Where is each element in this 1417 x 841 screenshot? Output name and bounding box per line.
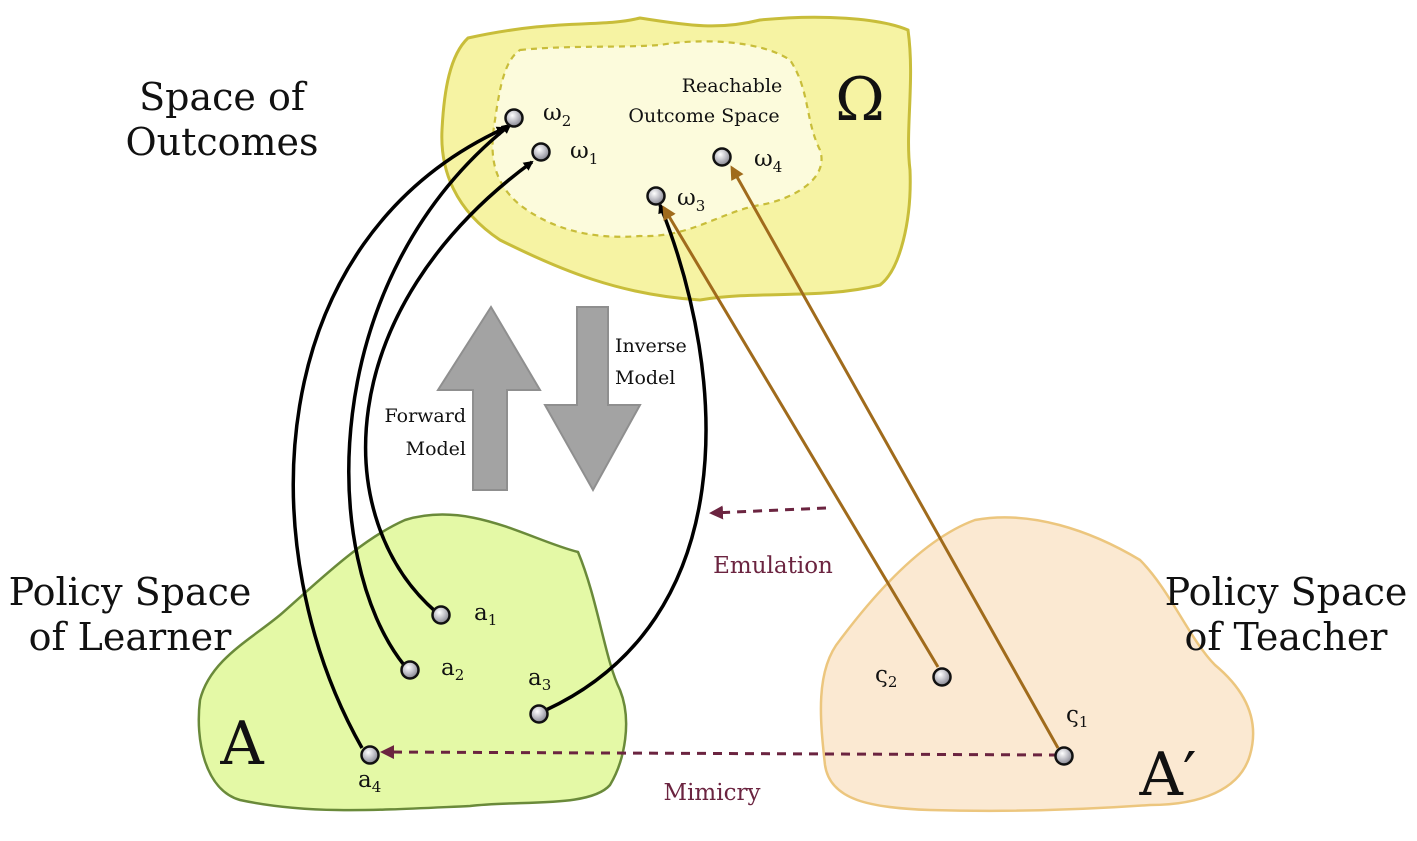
omega-symbol: Ω: [835, 65, 885, 135]
emulation-label: Emulation: [713, 553, 833, 579]
outcomes-title-line2: Outcomes: [125, 120, 318, 164]
teacher-symbol: A′: [1139, 740, 1197, 810]
mimicry-label: Mimicry: [664, 780, 761, 806]
reachable-label-line1: Reachable: [682, 75, 783, 97]
arrow-a3-to-w3: [545, 203, 708, 712]
point-w3: [646, 186, 666, 206]
arrow-z1-to-w4: [730, 165, 1060, 749]
point-a3: [529, 704, 549, 724]
learner-symbol: A: [219, 709, 264, 779]
arrow-z2-to-w3: [662, 205, 940, 668]
teacher-title-line1: Policy Space: [1165, 570, 1408, 614]
point-z2: [932, 667, 952, 687]
emulation-arrow: [709, 505, 827, 520]
label-z1: ς1: [1066, 702, 1088, 731]
point-z1: [1054, 746, 1074, 766]
label-a4: a4: [358, 767, 381, 796]
point-w4: [712, 147, 732, 167]
label-a1: a1: [474, 600, 497, 629]
point-w1: [531, 142, 551, 162]
label-w1: ω1: [570, 138, 598, 168]
arrow-a2-to-w2: [347, 123, 512, 667]
point-a1: [431, 605, 451, 625]
arrow-a4-to-w2: [291, 126, 507, 749]
label-w4: ω4: [754, 146, 782, 176]
outcomes-title-line1: Space of: [139, 75, 308, 119]
point-a4: [360, 745, 380, 765]
inverse-model-arrow: [543, 306, 642, 493]
mimicry-arrow: [380, 745, 1059, 760]
point-a2: [400, 660, 420, 680]
learner-title-line2: of Learner: [29, 615, 233, 659]
label-z2: ς2: [875, 662, 897, 691]
forward-model-label-line2: Model: [406, 438, 466, 460]
arrow-a1-to-w1: [364, 160, 534, 614]
teacher-title-line2: of Teacher: [1185, 615, 1389, 659]
label-w2: ω2: [543, 100, 571, 130]
reachable-label-line2: Outcome Space: [628, 105, 779, 127]
label-a3: a3: [528, 665, 551, 694]
learner-title-line1: Policy Space: [9, 570, 252, 614]
reachable-outcome-region: [491, 40, 823, 238]
forward-model-arrow: [436, 305, 542, 491]
point-w2: [504, 108, 524, 128]
inverse-model-label-line1: Inverse: [615, 335, 687, 357]
forward-model-label-line1: Forward: [384, 405, 466, 427]
label-w3: ω3: [677, 185, 705, 215]
inverse-model-label-line2: Model: [615, 367, 675, 389]
teacher-policy-region: [819, 516, 1255, 813]
label-a2: a2: [441, 655, 464, 684]
